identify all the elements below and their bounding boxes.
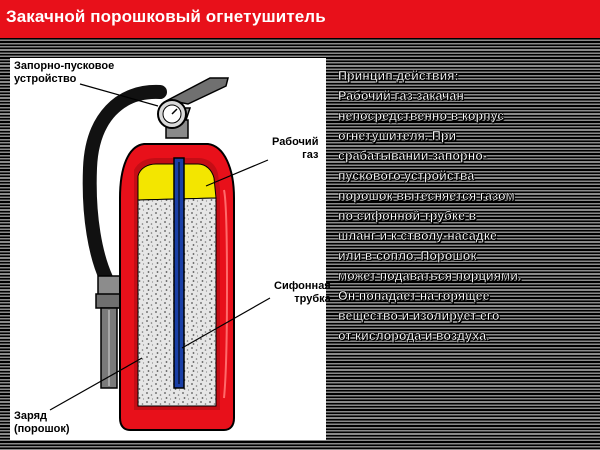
description-line: огнетушителя. При: [338, 129, 457, 144]
description-text: Принцип действия: Рабочий газ закачан не…: [338, 66, 588, 346]
label-gas-line2: газ: [302, 149, 319, 161]
label-siphon-tube: Сифонная трубка: [274, 280, 331, 306]
page-title: Закачной порошковый огнетушитель: [6, 7, 326, 26]
label-siphon-line2: трубка: [294, 293, 331, 305]
description-line: может подаваться порциями.: [338, 269, 522, 284]
extinguisher-diagram: [49, 77, 271, 431]
description-line: пускового устройства: [338, 169, 475, 184]
label-charge: Заряд (порошок): [14, 410, 70, 436]
description-line: вещество и изолирует его: [338, 309, 500, 324]
diagram-panel: Запорно-пусковое устройство Рабочий газ …: [10, 58, 331, 440]
leader-valve: [79, 83, 159, 107]
description-line: по сифонной трубке в: [338, 209, 477, 224]
label-gas-line1: Рабочий: [272, 136, 319, 148]
description-line: шланг и к стволу-насадке: [338, 229, 498, 244]
description-line: Принцип действия:: [338, 69, 459, 84]
label-charge-line2: (порошок): [14, 423, 70, 435]
description-line: порошок вытесняется газом: [338, 189, 515, 204]
label-valve-line1: Запорно-пусковое: [14, 60, 115, 72]
description-line: Рабочий газ закачан: [338, 89, 465, 104]
description-line: срабатывании запорно-: [338, 149, 488, 164]
nozzle: [95, 275, 123, 389]
pressure-gauge-icon: [157, 99, 187, 129]
leader-gas: [205, 159, 269, 187]
description-line: или в сопло. Порошок: [338, 249, 477, 264]
label-charge-line1: Заряд: [14, 410, 47, 422]
label-valve-line2: устройство: [14, 73, 77, 85]
header-bar: Закачной порошковый огнетушитель: [0, 0, 600, 38]
label-valve: Запорно-пусковое устройство: [14, 60, 114, 86]
label-siphon-line1: Сифонная: [274, 280, 331, 292]
label-working-gas: Рабочий газ: [272, 136, 318, 162]
leader-charge: [49, 357, 143, 411]
leader-siphon: [181, 297, 271, 349]
description-line: от кислорода и воздуха.: [338, 329, 490, 344]
description-line: Он попадает на горящее: [338, 289, 490, 304]
description-line: непосредственно в корпус: [338, 109, 505, 124]
